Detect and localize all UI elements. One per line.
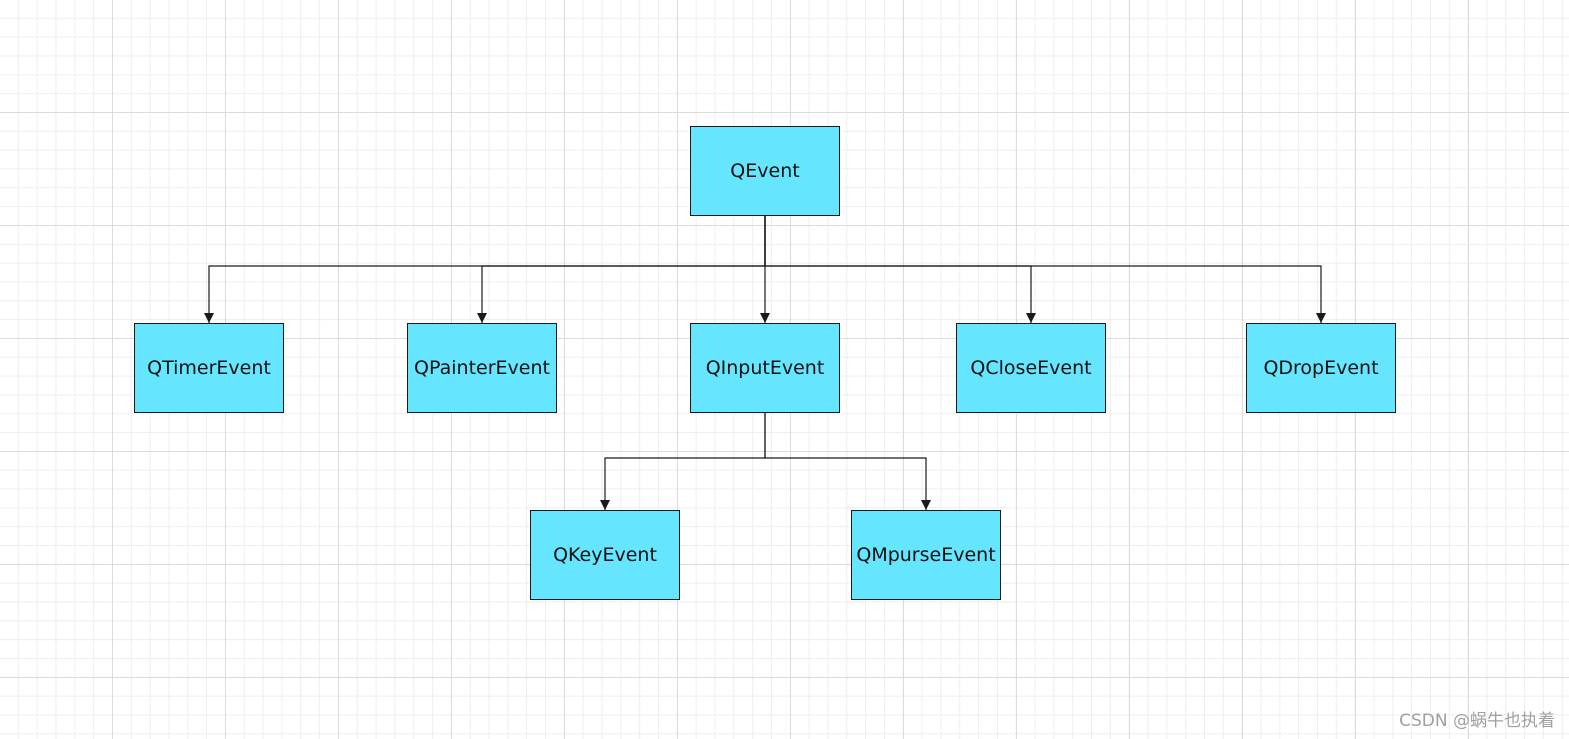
edge-qevent-to-qtimerevent	[204, 216, 766, 323]
node-label: QInputEvent	[705, 357, 825, 379]
node-label: QEvent	[730, 160, 800, 182]
node-qmpurseevent[interactable]: QMpurseEvent	[851, 510, 1001, 600]
node-qkeyevent[interactable]: QKeyEvent	[530, 510, 680, 600]
node-qinputevent[interactable]: QInputEvent	[690, 323, 840, 413]
watermark: CSDN @蜗牛也执着	[1399, 711, 1555, 731]
node-qevent[interactable]: QEvent	[690, 126, 840, 216]
node-label: QPainterEvent	[414, 357, 550, 379]
edge-qevent-to-qpainterevent	[477, 216, 766, 323]
edge-qinputevent-to-qmpurseevent	[764, 413, 931, 510]
node-label: QTimerEvent	[147, 357, 271, 379]
edge-qinputevent-to-qkeyevent	[600, 413, 766, 510]
node-qtimerevent[interactable]: QTimerEvent	[134, 323, 284, 413]
node-label: QKeyEvent	[553, 544, 657, 566]
node-label: QCloseEvent	[970, 357, 1092, 379]
node-qcloseevent[interactable]: QCloseEvent	[956, 323, 1106, 413]
node-label: QMpurseEvent	[856, 544, 996, 566]
node-qdropevent[interactable]: QDropEvent	[1246, 323, 1396, 413]
edge-qevent-to-qcloseevent	[764, 216, 1036, 323]
node-qpainterevent[interactable]: QPainterEvent	[407, 323, 557, 413]
edge-qevent-to-qdropevent	[764, 216, 1326, 323]
node-label: QDropEvent	[1263, 357, 1379, 379]
